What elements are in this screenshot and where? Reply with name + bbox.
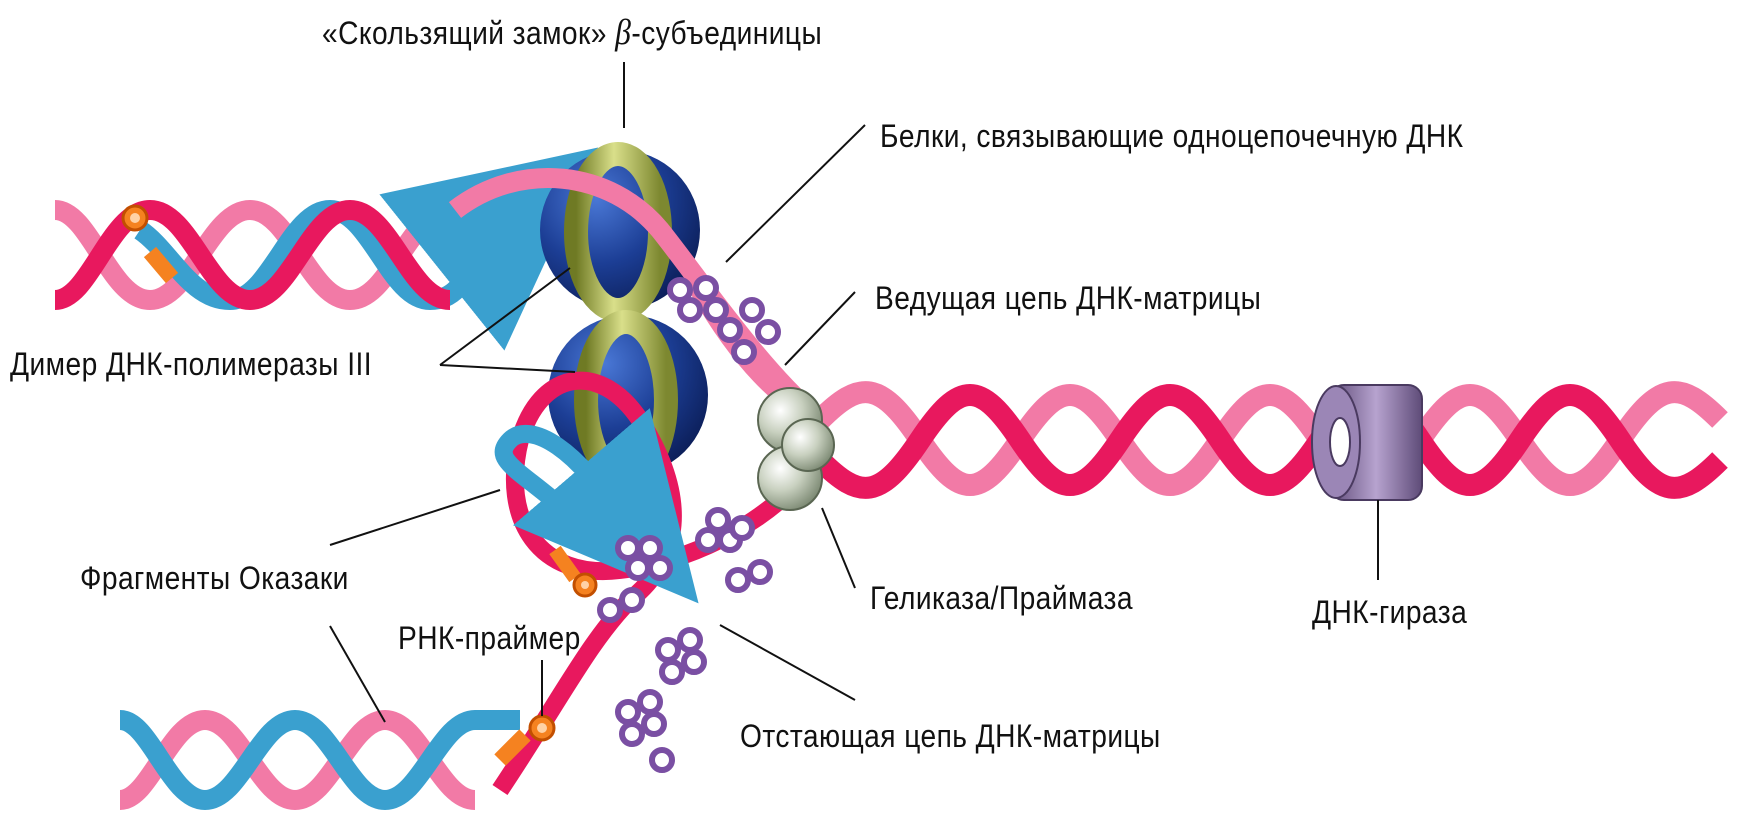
label-sliding-clamp: «Скользящий замок» β-субъединицы — [322, 14, 822, 50]
label-rna-primer: РНК-праймер — [398, 622, 581, 654]
label-okazaki-fragments: Фрагменты Оказаки — [80, 562, 349, 594]
clamp-beta: β — [615, 12, 631, 52]
label-ssb-proteins: Белки, связывающие одноцепочечную ДНК — [880, 120, 1463, 152]
clamp-suffix: -субъединицы — [631, 15, 822, 51]
lagging-duplex — [120, 716, 554, 800]
label-helicase-primase: Геликаза/Праймаза — [870, 582, 1133, 614]
okazaki-primer — [555, 550, 575, 578]
dna-gyrase — [1312, 385, 1422, 500]
label-polymerase-dimer: Димер ДНК-полимеразы III — [10, 348, 372, 380]
clamp-prefix: «Скользящий замок» — [322, 15, 607, 51]
label-lagging-strand: Отстающая цепь ДНК-матрицы — [740, 720, 1161, 752]
label-dna-gyrase: ДНК-гираза — [1312, 596, 1467, 628]
parental-duplex — [820, 392, 1720, 488]
label-leading-strand: Ведущая цепь ДНК-матрицы — [875, 282, 1261, 314]
